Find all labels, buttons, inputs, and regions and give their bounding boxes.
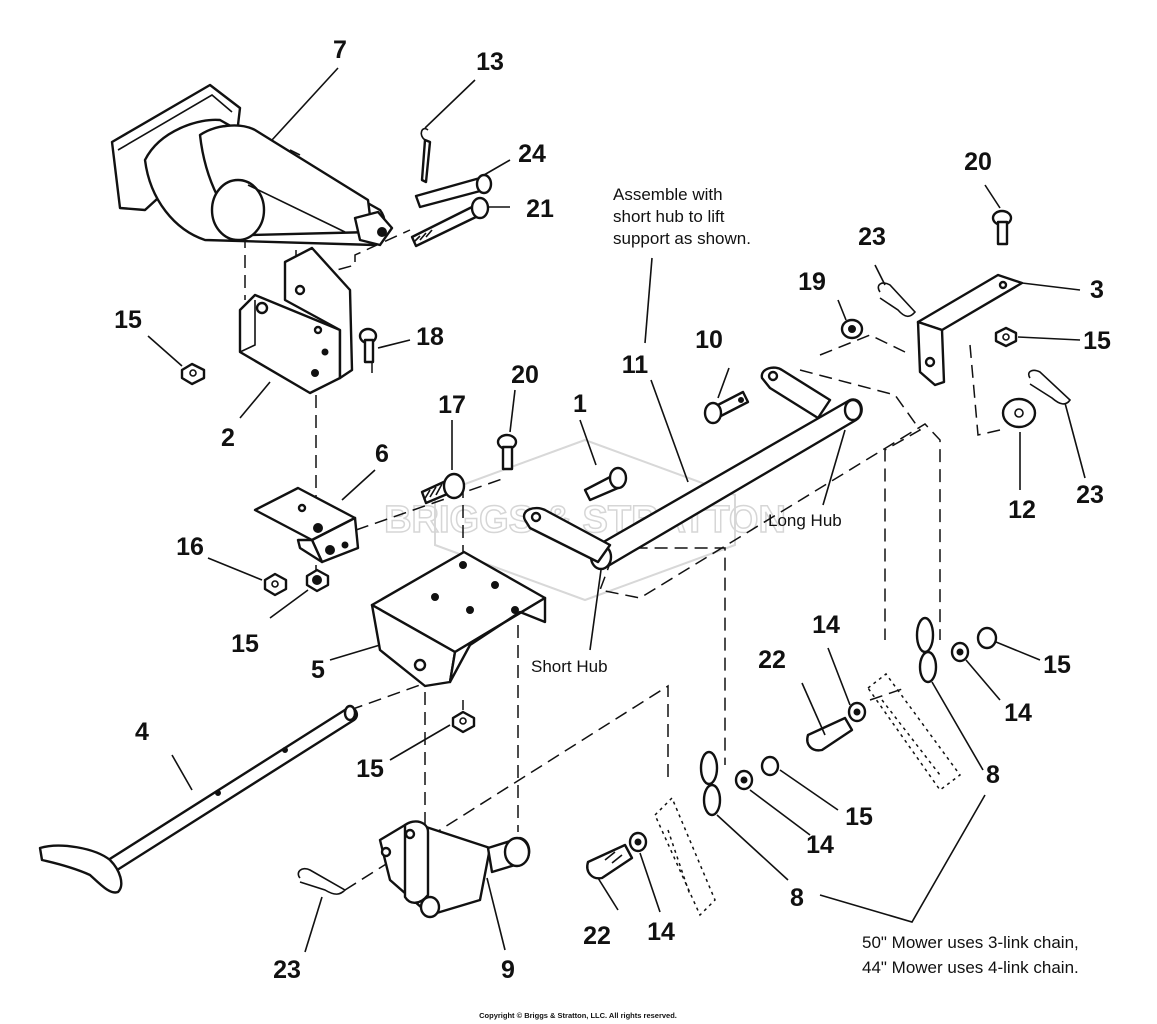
clevis-pin-10	[703, 390, 750, 425]
label-part-1: 1	[573, 390, 587, 418]
part-labels: 7 13 24 21 15 18 2 17 20 1 6 16 15 5 4 1…	[114, 36, 1111, 984]
washer-14b	[628, 831, 648, 853]
nut-16	[263, 572, 288, 597]
label-part-14-a: 14	[806, 831, 834, 859]
label-part-4: 4	[135, 718, 149, 746]
note-mower-line-1: 50" Mower uses 3-link chain,	[862, 933, 1079, 952]
chain-8b	[915, 616, 938, 684]
note-assemble-line-3: support as shown.	[613, 229, 751, 248]
label-part-11: 11	[622, 351, 649, 379]
hitch-pin-13	[420, 127, 432, 184]
pivot-bracket-9	[378, 820, 531, 919]
bolt-1	[583, 466, 628, 502]
chain-8a	[699, 750, 722, 817]
label-part-15-d: 15	[1083, 327, 1111, 355]
hairpin-23b	[877, 282, 917, 318]
label-part-14-b: 14	[647, 918, 675, 946]
hairpin-23c	[1027, 369, 1072, 405]
label-part-15-c: 15	[356, 755, 384, 783]
bolt-20a	[496, 433, 518, 471]
mounting-bracket-2	[238, 246, 354, 395]
handle-rod-4	[38, 704, 359, 894]
label-part-23-c: 23	[1076, 481, 1104, 509]
annotation-notes: Assemble with short hub to lift support …	[531, 185, 1079, 977]
label-part-12: 12	[1008, 496, 1036, 524]
nut-15c	[451, 710, 476, 734]
washer-14d	[950, 641, 970, 663]
lift-support-5	[370, 550, 547, 688]
copyright-text: Copyright © Briggs & Stratton, LLC. All …	[479, 1011, 677, 1020]
washer-19	[840, 318, 864, 340]
note-short-hub: Short Hub	[531, 657, 608, 676]
plate-6	[253, 486, 360, 564]
label-part-15-f: 15	[1043, 651, 1071, 679]
nut-15d	[994, 326, 1018, 348]
label-part-2: 2	[221, 424, 235, 452]
label-part-15-b: 15	[231, 630, 259, 658]
l-bracket-3	[916, 273, 1024, 387]
label-part-22-a: 22	[583, 922, 611, 950]
bolt-20b	[991, 209, 1013, 246]
label-part-3: 3	[1090, 276, 1104, 304]
label-part-16: 16	[176, 533, 204, 561]
label-part-8-b: 8	[986, 761, 1000, 789]
label-part-23-a: 23	[273, 956, 301, 984]
note-assemble-line-2: short hub to lift	[613, 207, 725, 226]
label-part-20-a: 20	[511, 361, 539, 389]
washer-14a	[734, 769, 754, 791]
hairpin-23a	[297, 867, 347, 895]
label-part-8-a: 8	[790, 884, 804, 912]
label-part-20-b: 20	[964, 148, 992, 176]
label-part-22-b: 22	[758, 646, 786, 674]
label-part-7: 7	[333, 36, 347, 64]
washer-12	[1001, 397, 1037, 429]
label-part-15-a: 15	[114, 306, 142, 334]
label-part-14-d: 14	[1004, 699, 1032, 727]
nut-15f	[976, 626, 998, 650]
label-part-13: 13	[476, 48, 504, 76]
bolt-22a	[586, 843, 634, 880]
bolt-22b	[806, 716, 854, 752]
label-part-17: 17	[438, 391, 466, 419]
bolt-17	[420, 472, 466, 505]
nut-15a	[180, 362, 206, 386]
label-part-21: 21	[526, 195, 554, 223]
leader-lines	[147, 67, 1086, 953]
label-part-9: 9	[501, 956, 515, 984]
label-part-23-b: 23	[858, 223, 886, 251]
nut-15e	[760, 755, 780, 777]
lift-shaft-11	[522, 366, 863, 571]
clevis-pin-24	[414, 173, 493, 209]
phantom-arm-left	[654, 796, 716, 917]
actuator-motor	[110, 83, 394, 247]
label-part-14-c: 14	[812, 611, 840, 639]
bolt-18	[358, 327, 378, 364]
bolt-21	[410, 196, 490, 248]
note-mower-line-2: 44" Mower uses 4-link chain.	[862, 958, 1079, 977]
label-part-5: 5	[311, 656, 325, 684]
note-assemble-line-1: Assemble with	[613, 185, 723, 204]
label-part-6: 6	[375, 440, 389, 468]
phantom-arm-right	[866, 672, 962, 792]
label-part-10: 10	[695, 326, 723, 354]
note-long-hub: Long Hub	[768, 511, 842, 530]
label-part-18: 18	[416, 323, 444, 351]
washer-14c	[847, 701, 867, 723]
label-part-15-e: 15	[845, 803, 873, 831]
label-part-24: 24	[518, 140, 546, 168]
nut-15b	[305, 568, 330, 593]
label-part-19: 19	[798, 268, 826, 296]
